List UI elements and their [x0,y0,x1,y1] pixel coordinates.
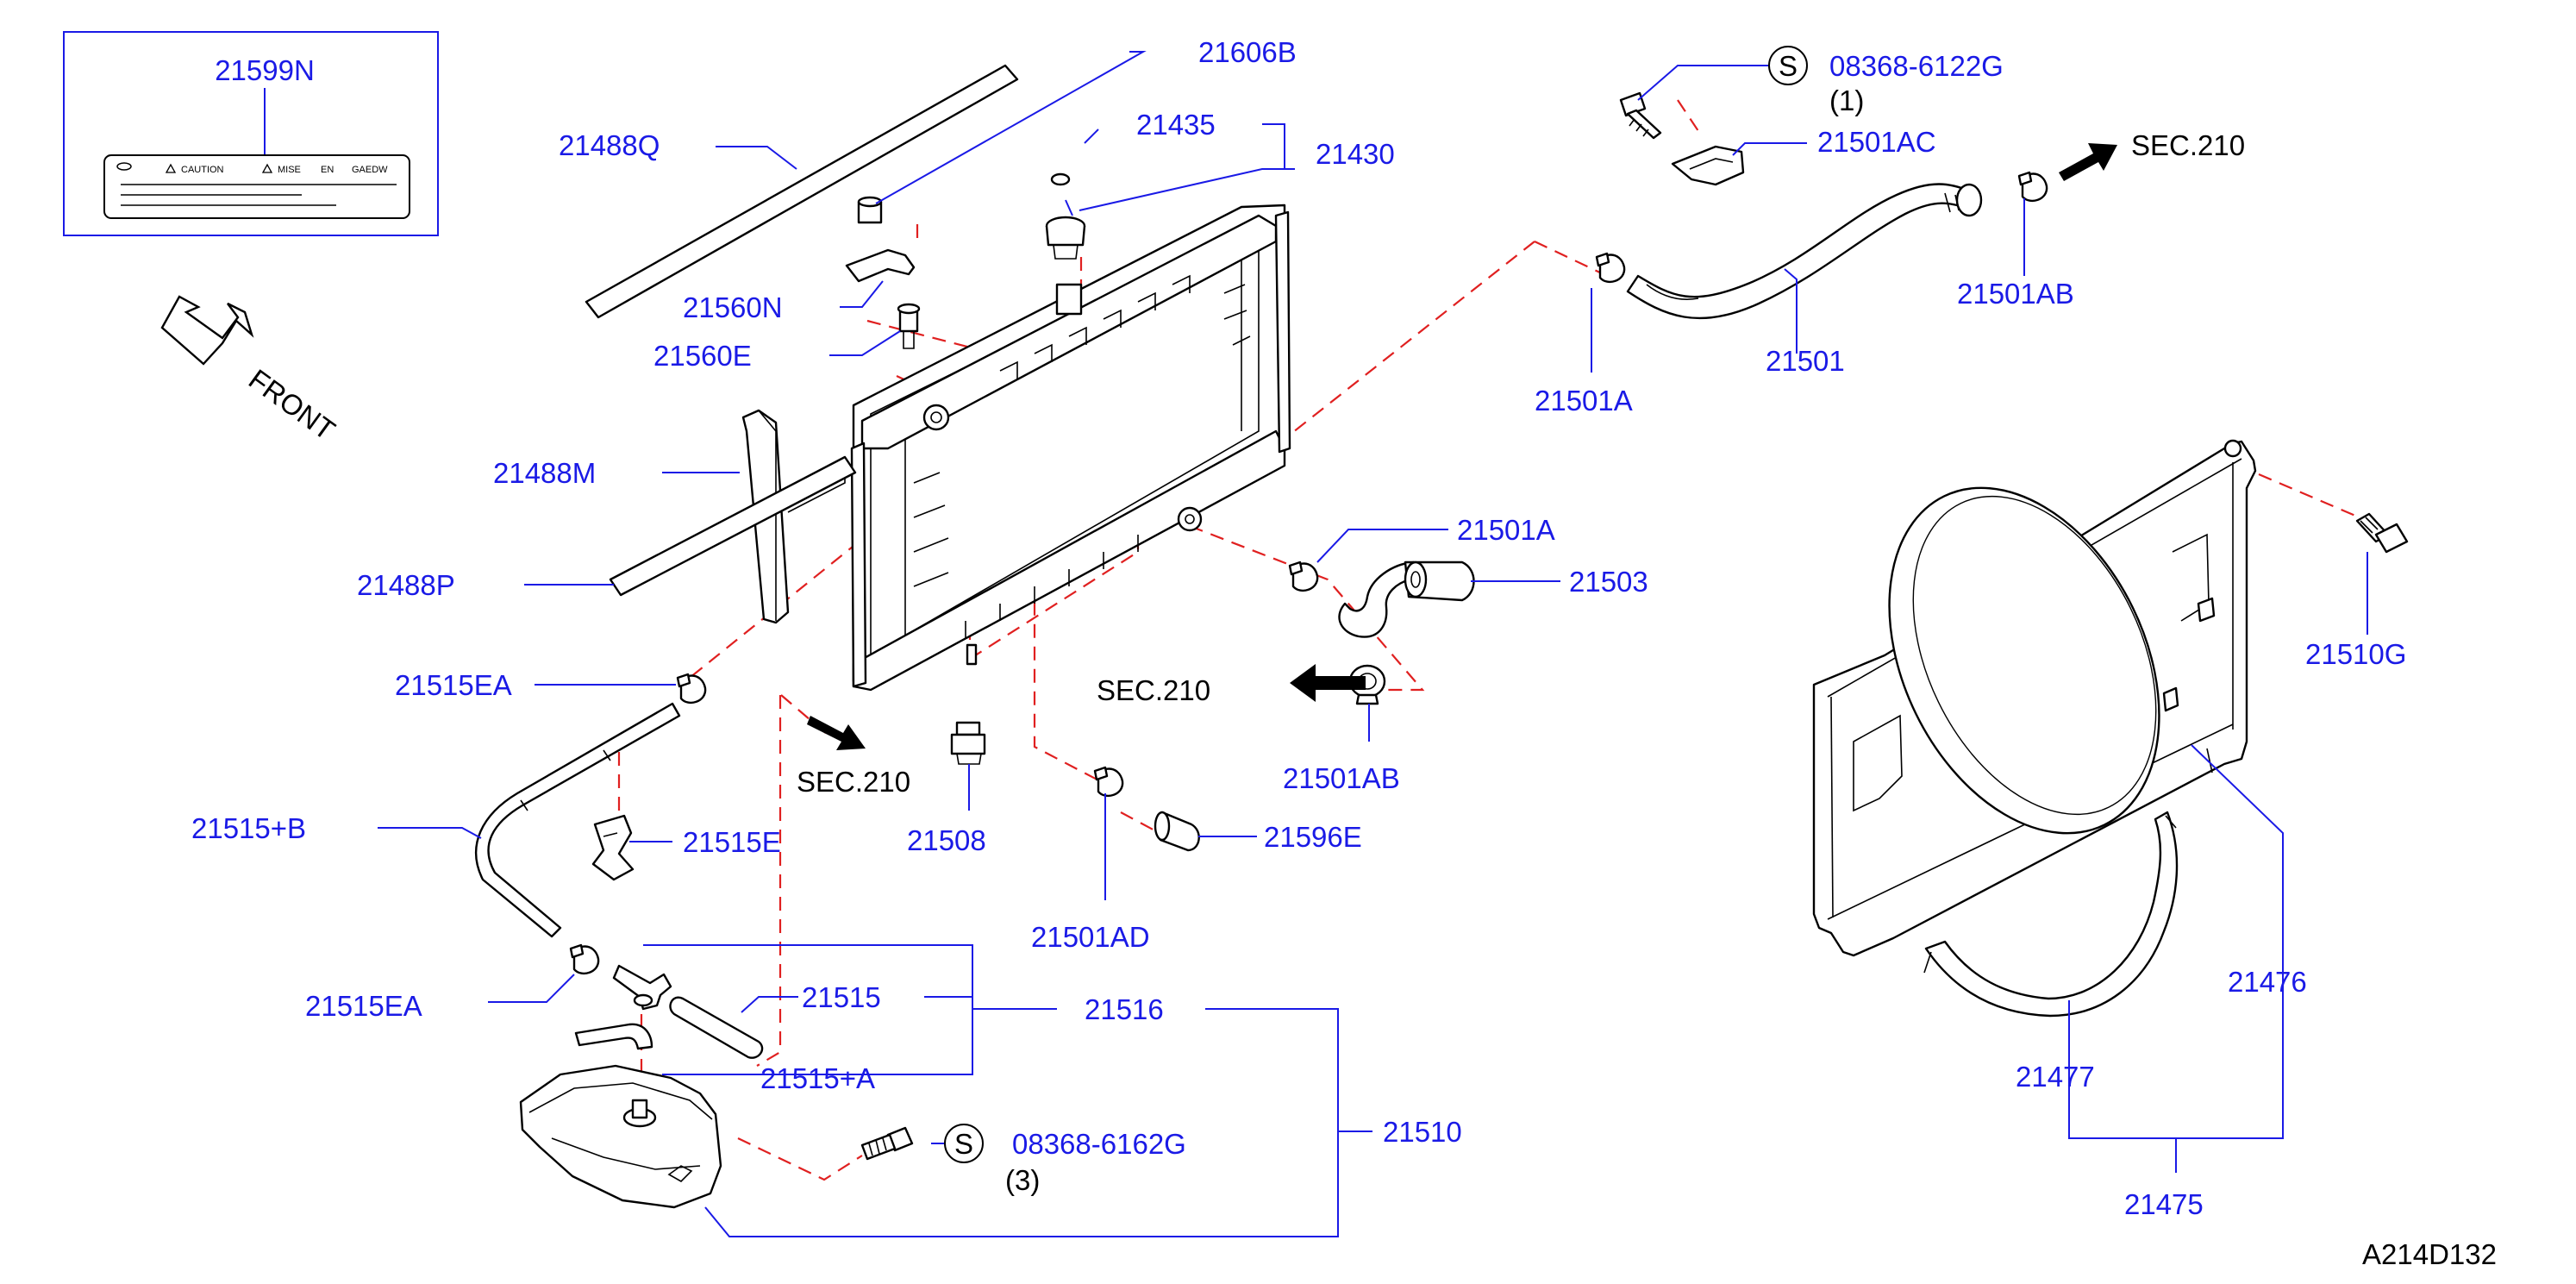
label-21476: 21476 [2228,966,2307,998]
drain-plug-21508 [950,721,986,765]
nut-21606b [857,196,883,224]
radiator-core [850,204,1291,692]
label-21501ab-top: 21501AB [1957,278,2074,310]
connector-21515-tee [612,964,672,1011]
label-plate-caution: CAUTION [181,165,224,175]
label-21515ea-bottom: 21515EA [305,990,422,1022]
label-21560e: 21560E [653,340,752,372]
clip-21515e [591,814,635,881]
hose-21515 [669,996,764,1059]
clamp-21501a-top [1595,252,1626,284]
clamp-21501ab-top [2017,171,2048,203]
lower-hose-21503 [1338,561,1475,638]
label-21515e: 21515E [683,826,781,858]
label-21515b: 21515+B [191,812,306,844]
quantity-note-3: (3) [1005,1164,1040,1196]
label-21488m: 21488M [493,457,596,489]
seal-21488q [585,64,1019,319]
standard-part-mark-bottom: S [944,1124,984,1163]
label-21501a-top: 21501A [1535,385,1633,417]
diagram-id: A214D132 [2362,1238,2497,1270]
standard-part-mark-top: S [1768,46,1808,85]
bolt-21510g [2355,512,2409,554]
bracket-21560n [845,248,916,283]
clamp-21501ad [1093,766,1124,798]
seal-21488p [609,455,857,597]
label-21501ab-mid: 21501AB [1283,762,1400,794]
label-21488q: 21488Q [559,129,660,161]
label-08368-6122g: 08368-6122G [1829,50,2004,82]
reservoir-tank-21510 [519,1064,722,1209]
front-label: FRONT [243,363,341,447]
label-21501: 21501 [1766,345,1845,377]
label-21515a: 21515+A [760,1062,875,1094]
label-plate-gaedw: GAEDW [352,165,388,175]
fan-shroud-21476 [1812,439,2257,957]
upper-hose-21501 [1626,183,1983,320]
label-21599n: 21599N [215,54,315,86]
hose-21515b [474,702,681,938]
label-plate-en: EN [321,165,334,175]
cap-21596e [1154,811,1200,852]
label-21488p: 21488P [357,569,455,601]
label-21501ad: 21501AD [1031,921,1150,953]
label-21475: 21475 [2124,1188,2204,1220]
bracket-21501ac [1671,145,1745,186]
sec-210-mid: SEC.210 [1097,674,1210,706]
bolt-08368-6122g [1619,91,1662,140]
label-21501ac: 21501AC [1817,126,1936,158]
label-21510: 21510 [1383,1116,1462,1148]
fan-shroud-lower-21477 [1923,811,2179,1018]
label-21510g: 21510G [2305,638,2406,670]
label-plate-mise: MISE [278,165,301,175]
label-21515ea-top: 21515EA [395,669,512,701]
leader-lines [378,51,2368,1237]
clamp-21515ea-top [676,673,707,705]
label-21516: 21516 [1085,993,1164,1025]
clamp-21515ea-bottom [569,943,600,975]
grommet-21560e [897,303,921,349]
label-21501a-right: 21501A [1457,514,1555,546]
sec-210-top: SEC.210 [2131,129,2245,161]
label-21508: 21508 [907,824,986,856]
label-21435: 21435 [1136,109,1216,141]
cap-21430 [1045,172,1086,260]
label-21606b: 21606B [1198,36,1297,68]
label-21596e: 21596E [1264,821,1362,853]
sec-arrow-top-icon [2059,143,2117,181]
label-21430: 21430 [1316,138,1395,170]
label-plate-inset: CAUTION MISE EN GAEDW [63,31,439,236]
bolt-08368-6162g [860,1126,914,1161]
label-21560n: 21560N [683,291,783,323]
sec-arrow-mid-icon [1290,664,1366,702]
standard-part-mark-bottom-text: S [954,1128,973,1160]
label-21477: 21477 [2016,1061,2095,1093]
quantity-note-1: (1) [1829,85,1864,116]
hose-21515a [574,1023,653,1050]
standard-part-mark-top-text: S [1779,50,1798,82]
label-21503: 21503 [1569,566,1648,598]
sec-arrow-left-icon [807,716,866,750]
label-08368-6162g: 08368-6162G [1012,1128,1186,1160]
clamp-21501a-right [1288,561,1319,592]
sec-210-left: SEC.210 [797,766,910,798]
front-arrow-icon [160,295,254,366]
label-21515: 21515 [802,981,881,1013]
